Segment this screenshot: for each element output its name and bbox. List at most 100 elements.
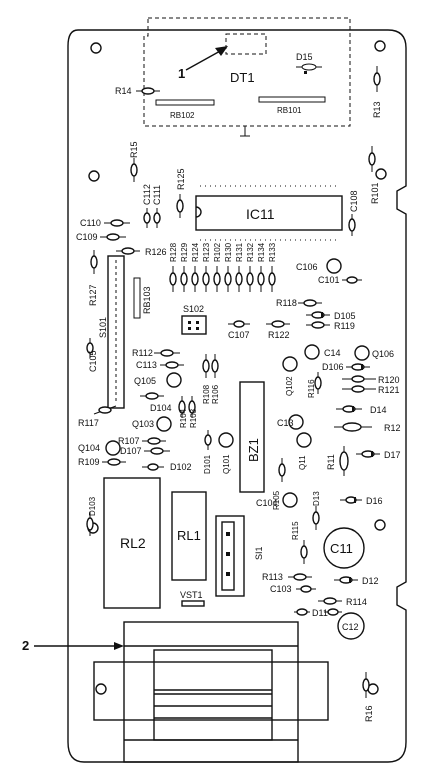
capacitor-c13: C13 (277, 414, 304, 430)
callout-2: 2 (22, 638, 124, 653)
label-c105: C105 (88, 350, 98, 372)
label-d16: D16 (366, 496, 383, 506)
label-r128: R128 (169, 242, 178, 262)
label-d103: D103 (88, 496, 97, 516)
label-r103: R103 (189, 408, 198, 428)
mount-hole-tl (90, 42, 102, 54)
label-d106: D106 (322, 362, 344, 372)
diode-d102: D102 (142, 462, 192, 472)
label-r124: R124 (191, 242, 200, 262)
transistor-q105: Q105 (134, 372, 182, 388)
diode-d104: D104 (140, 392, 172, 413)
resistor-r114: R114 (318, 597, 367, 607)
label-r114: R114 (346, 597, 367, 607)
label-c103: C103 (270, 584, 292, 594)
label-s102: S102 (183, 304, 204, 314)
label-vst1: VST1 (180, 590, 203, 600)
resistor-r103: R103 (188, 396, 198, 428)
label-d12: D12 (362, 576, 379, 586)
label-r122: R122 (268, 330, 290, 340)
label-q106: Q106 (372, 349, 394, 359)
capacitor-c113: C113 (136, 360, 184, 370)
label-d14: D14 (370, 405, 387, 415)
diode-d13: D13 (312, 491, 321, 530)
resistor-r120: R120 (342, 375, 400, 385)
label-d17: D17 (384, 450, 401, 460)
board-outline (67, 29, 407, 763)
label-c13: C13 (277, 418, 294, 428)
label-r120: R120 (378, 375, 400, 385)
diode-d14: D14 (336, 405, 387, 415)
label-r118: R118 (276, 298, 297, 308)
relay-rl2: RL2 (103, 477, 161, 609)
label-q11: Q11 (298, 455, 307, 470)
diode-d103: D103 (86, 496, 97, 536)
varistor-vst1: VST1 (180, 590, 205, 607)
label-c112: C112 (142, 184, 152, 205)
label-c108: C108 (349, 190, 359, 212)
label-r13: R13 (372, 101, 382, 118)
capacitor-c12: C12 (337, 612, 365, 640)
transistor-q102: Q102 (282, 356, 298, 396)
mount-hole-br (374, 519, 386, 531)
label-r106: R106 (211, 384, 220, 404)
label-c106: C106 (296, 262, 318, 272)
label-c12: C12 (342, 622, 359, 632)
resistor-r15: R15 (129, 141, 139, 182)
capacitor-c14: C14 (304, 344, 341, 360)
label-c14: C14 (324, 348, 341, 358)
label-r105: R105 (272, 490, 281, 510)
label-q102: Q102 (285, 376, 294, 396)
label-r117: R117 (78, 418, 99, 428)
switch-s101: S101 (98, 255, 125, 409)
capacitor-c106: C106 (296, 258, 342, 274)
capacitor-c107: C107 (228, 320, 250, 340)
resistor-r118: R118 (276, 298, 322, 308)
label-r15: R15 (129, 141, 139, 158)
label-r134: R134 (257, 242, 266, 262)
buzzer-bz1: BZ1 (239, 381, 265, 493)
label-d102: D102 (170, 462, 192, 472)
label-r130: R130 (224, 242, 233, 262)
label-d11: D11 (312, 608, 328, 618)
relay-rl1: RL1 (171, 491, 207, 581)
chip-ic11: IC11 (195, 185, 343, 241)
diode-d101: D101 (203, 430, 212, 474)
capacitor-c103: C103 (270, 584, 316, 594)
transistor-q11: Q11 (296, 432, 312, 470)
label-r125: R125 (176, 168, 186, 190)
resistor-rb103: RB103 (133, 277, 152, 319)
diode-d105: D105 (306, 311, 356, 321)
resistor-r11: R11 (326, 446, 349, 476)
label-r112: R112 (132, 348, 153, 358)
label-c110: C110 (80, 218, 101, 228)
label-r107: R107 (118, 436, 140, 446)
label-r132: R132 (246, 242, 255, 262)
capacitor-c108: C108 (348, 190, 359, 236)
diode-d107: D107 (120, 446, 170, 456)
label-c107: C107 (228, 330, 250, 340)
label-r108: R108 (202, 384, 211, 404)
label-d15: D15 (296, 52, 313, 62)
resistor-r116: R116 (307, 372, 322, 398)
label-r127: R127 (88, 284, 98, 306)
transistor-q104: Q104 (78, 440, 121, 456)
mount-hole-mr (375, 168, 387, 180)
label-r116: R116 (307, 379, 316, 398)
label-d13: D13 (312, 491, 321, 506)
diode-d11: D11 (294, 608, 342, 618)
label-r109: R109 (78, 457, 100, 467)
transistor-q101: Q101 (218, 432, 234, 474)
resistor-r109: R109 (78, 457, 126, 467)
resistor-r101: R101 (368, 146, 380, 204)
resistor-r13: R13 (372, 66, 382, 118)
resistor-r16: R16 (362, 672, 374, 722)
diode-d15: D15 (296, 52, 322, 74)
capacitor-c104: C104 (256, 492, 298, 508)
label-c11: C11 (330, 541, 353, 556)
transformer (93, 621, 329, 763)
label-d105: D105 (334, 311, 356, 321)
resistor-r117: R117 (78, 405, 117, 428)
